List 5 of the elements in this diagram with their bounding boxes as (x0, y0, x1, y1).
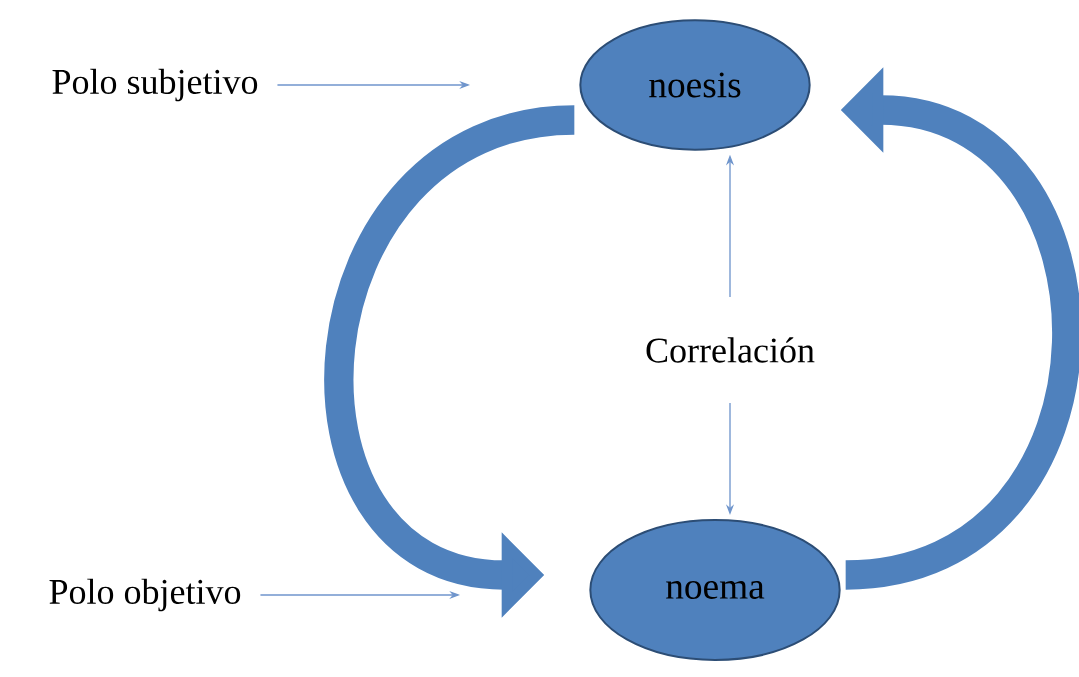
text-label: Polo subjetivo (52, 68, 258, 102)
ellipse-node: noesis (579, 19, 811, 151)
text-label: Polo objetivo (49, 578, 241, 612)
ellipse-node: noema (589, 519, 841, 661)
text-label: Correlación (646, 337, 815, 363)
